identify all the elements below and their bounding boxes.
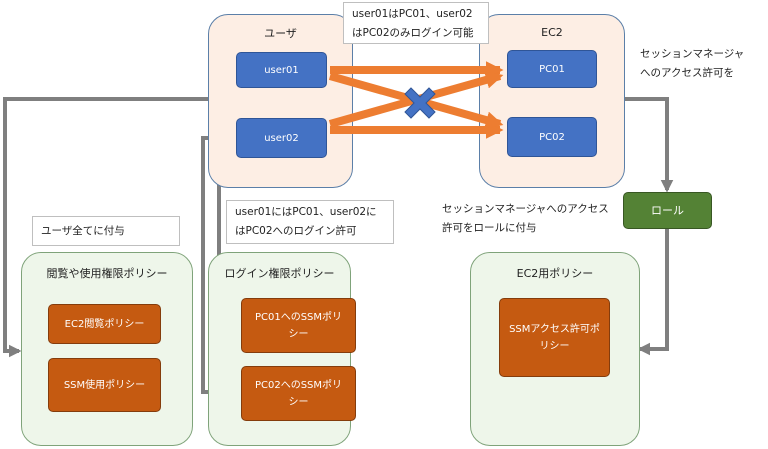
- ec2-policy-group-title: EC2用ポリシー: [516, 267, 594, 280]
- user-group: ユーザ: [208, 14, 353, 188]
- pc02-ssm-policy-box[interactable]: PC02へのSSMポリシー: [241, 366, 356, 421]
- ec2-group: EC2: [479, 14, 625, 188]
- note-role-grant: セッションマネージャへのアクセス許可をロールに付与: [442, 203, 609, 234]
- pc02-box[interactable]: PC02: [507, 117, 597, 157]
- user02-box[interactable]: user02: [236, 118, 327, 158]
- connector-user-to-view-policy: [3, 97, 208, 358]
- note-session-manager: セッションマネージャへのアクセス許可を: [640, 48, 745, 79]
- ec2-group-title: EC2: [541, 26, 563, 39]
- note-login-permit: user01にはPC01、user02にはPC02へのログイン許可: [226, 200, 394, 244]
- connector-role-to-ec2-policy: [637, 229, 669, 356]
- note-top: user01はPC01、user02はPC02のみログイン可能: [343, 2, 489, 44]
- view-policy-group-title: 閲覧や使用権限ポリシー: [46, 267, 168, 280]
- connector-ec2-to-role: [625, 97, 674, 193]
- note-all-users: ユーザ全てに付与: [32, 216, 180, 246]
- role-box[interactable]: ロール: [623, 192, 712, 229]
- view-policy-group: 閲覧や使用権限ポリシー: [21, 252, 193, 446]
- user01-box[interactable]: user01: [236, 52, 327, 88]
- user-group-title: ユーザ: [264, 27, 297, 40]
- ec2-view-policy-box[interactable]: EC2閲覧ポリシー: [48, 304, 161, 344]
- login-policy-group-title: ログイン権限ポリシー: [224, 267, 335, 280]
- ssm-use-policy-box[interactable]: SSM使用ポリシー: [48, 358, 161, 412]
- pc01-box[interactable]: PC01: [507, 50, 597, 88]
- pc01-ssm-policy-box[interactable]: PC01へのSSMポリシー: [241, 298, 356, 353]
- ssm-access-policy-box[interactable]: SSMアクセス許可ポリシー: [499, 298, 610, 377]
